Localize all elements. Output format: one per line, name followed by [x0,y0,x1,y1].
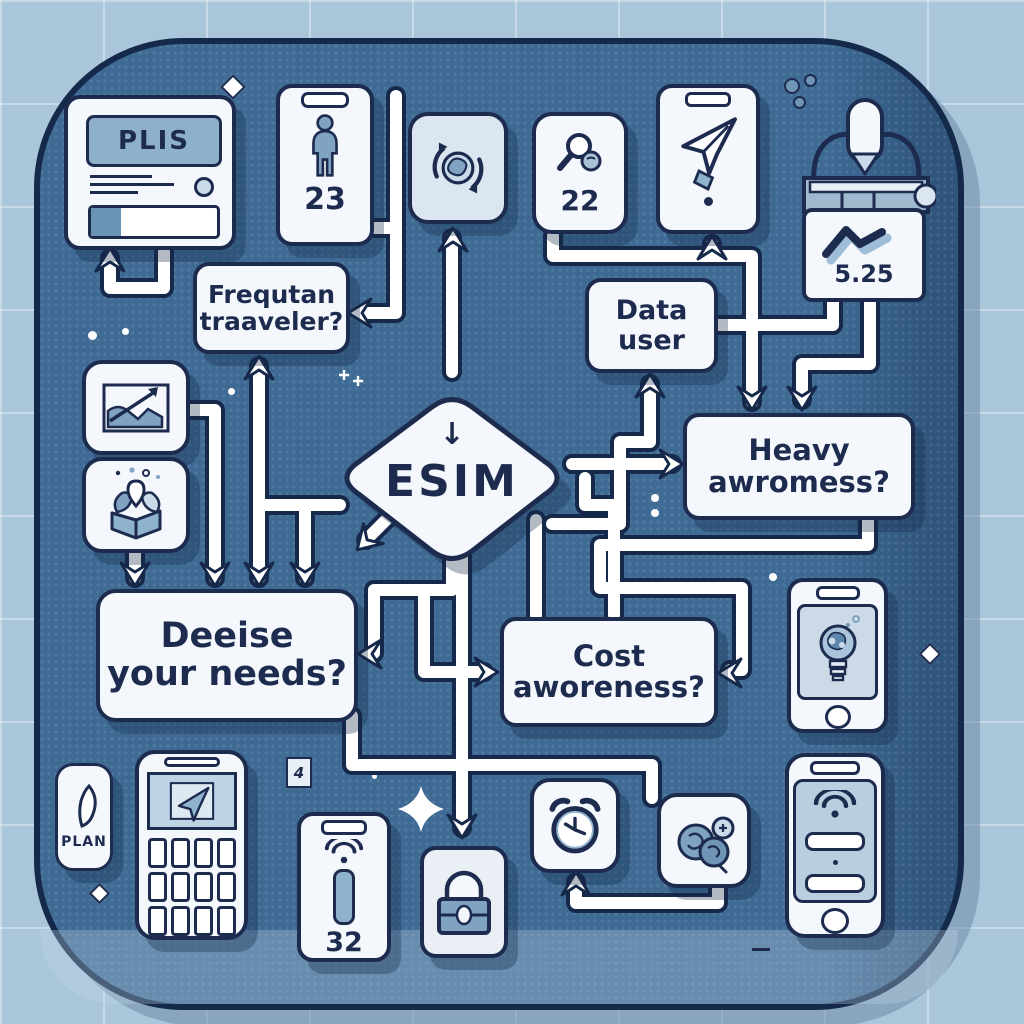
heavy-line1: Heavy [748,433,850,468]
frequent-line1: Frequtan [207,280,336,309]
badge-icon [194,177,214,197]
key-tile-value: 22 [560,183,600,217]
bubble-dot [793,96,806,109]
list-line-pill [805,874,865,894]
phone-screen [793,779,877,903]
text-line [90,191,138,194]
data-user-line2: user [618,324,685,356]
esim-label-group: ↓ ESIM [352,388,552,538]
decide-line2: your needs? [107,653,347,694]
decor-dot [651,509,659,517]
phone-notch [815,586,860,601]
calc-screen [146,772,237,830]
plus-sparkles [339,370,363,386]
alarm-clock-icon [549,797,601,853]
star-sparkle [398,786,444,832]
plan-label: PLAN [61,834,107,850]
progress-bar [88,205,220,239]
decide-box: Deeise your needs? [96,589,358,722]
frequent-traveler-box: Frequtan traaveler? [193,262,350,354]
floor-badge-value: 4 [293,763,305,782]
decor-dot [769,573,777,581]
screen-dot [832,860,838,866]
plis-header: PLIS [86,115,222,167]
bulb-phone [787,578,888,733]
slider-pill [333,869,355,925]
decide-line1: Deeise [160,615,294,656]
plan-tag: PLAN [55,763,113,871]
growth-chart-tile [82,360,190,455]
shopping-bag: 5.25 [796,92,936,304]
frequent-line2: traaveler? [199,307,344,336]
heavy-box: Heavy awromess? [683,413,915,520]
plis-title: PLIS [117,126,191,156]
leaf-icon [78,784,97,828]
wifi-phone-value: 32 [325,926,363,958]
key-tile: 22 [532,112,628,234]
bag-value: 5.25 [834,260,894,288]
text-line [90,175,152,178]
decor-dash [752,948,770,951]
phone-notch [685,92,731,107]
phone-notch [810,761,860,776]
phone-notch [321,820,367,835]
bulb-skull-icon [819,615,860,682]
person-icon [312,114,338,177]
airplane-icon [681,117,737,191]
person-phone-value: 23 [304,182,346,217]
home-dot [703,197,713,206]
decor-dot [651,494,659,502]
bubble-dot [804,74,817,87]
lock-icon [437,870,491,935]
esim-label: ESIM [385,455,519,507]
data-user-box: Data user [585,278,718,373]
home-button [821,907,849,934]
decor-dot [372,774,377,779]
heavy-line2: awromess? [708,464,890,499]
text-line [90,183,174,186]
globe-sync-icon [432,142,484,194]
key-search-icon [557,132,602,171]
calculator-phone [135,750,248,940]
box-sprout-icon [110,467,162,540]
cost-line2: aworeness? [513,670,705,704]
esim-diamond [344,397,571,575]
list-line-pill [805,832,865,852]
progress-fill [91,208,121,236]
data-user-line1: Data [615,295,688,327]
decor-dot [122,328,129,335]
floor-badge: 4 [286,757,312,788]
globe-tile [408,112,508,224]
decor-dot [88,331,97,340]
box-sprout-tile [82,457,190,553]
phone-screen [797,604,878,700]
plis-card: PLIS [64,95,236,250]
person-phone: 23 [276,84,374,246]
shopping-bag-graphic [802,98,936,302]
phone-notch [301,92,349,108]
clock-tile [530,778,620,873]
plane-phone [656,84,760,234]
airplane-icon [169,782,214,822]
wifi-phone-right [785,753,885,938]
decor-dot [228,388,235,395]
bubble-dot [784,78,800,94]
growth-chart-icon [102,383,170,432]
coins-icon [677,816,735,873]
coins-tile [657,793,751,888]
down-arrow-icon: ↓ [439,416,465,452]
wifi-icon [813,790,857,818]
lock-tile [420,846,508,958]
cost-box: Cost aworeness? [500,617,718,727]
calculator-keypad-icon [147,838,236,936]
home-button [824,704,851,729]
wifi-phone-32: 32 [297,812,391,962]
wifi-icon [324,838,364,863]
cost-line1: Cost [572,638,646,673]
phone-notch [163,757,220,767]
